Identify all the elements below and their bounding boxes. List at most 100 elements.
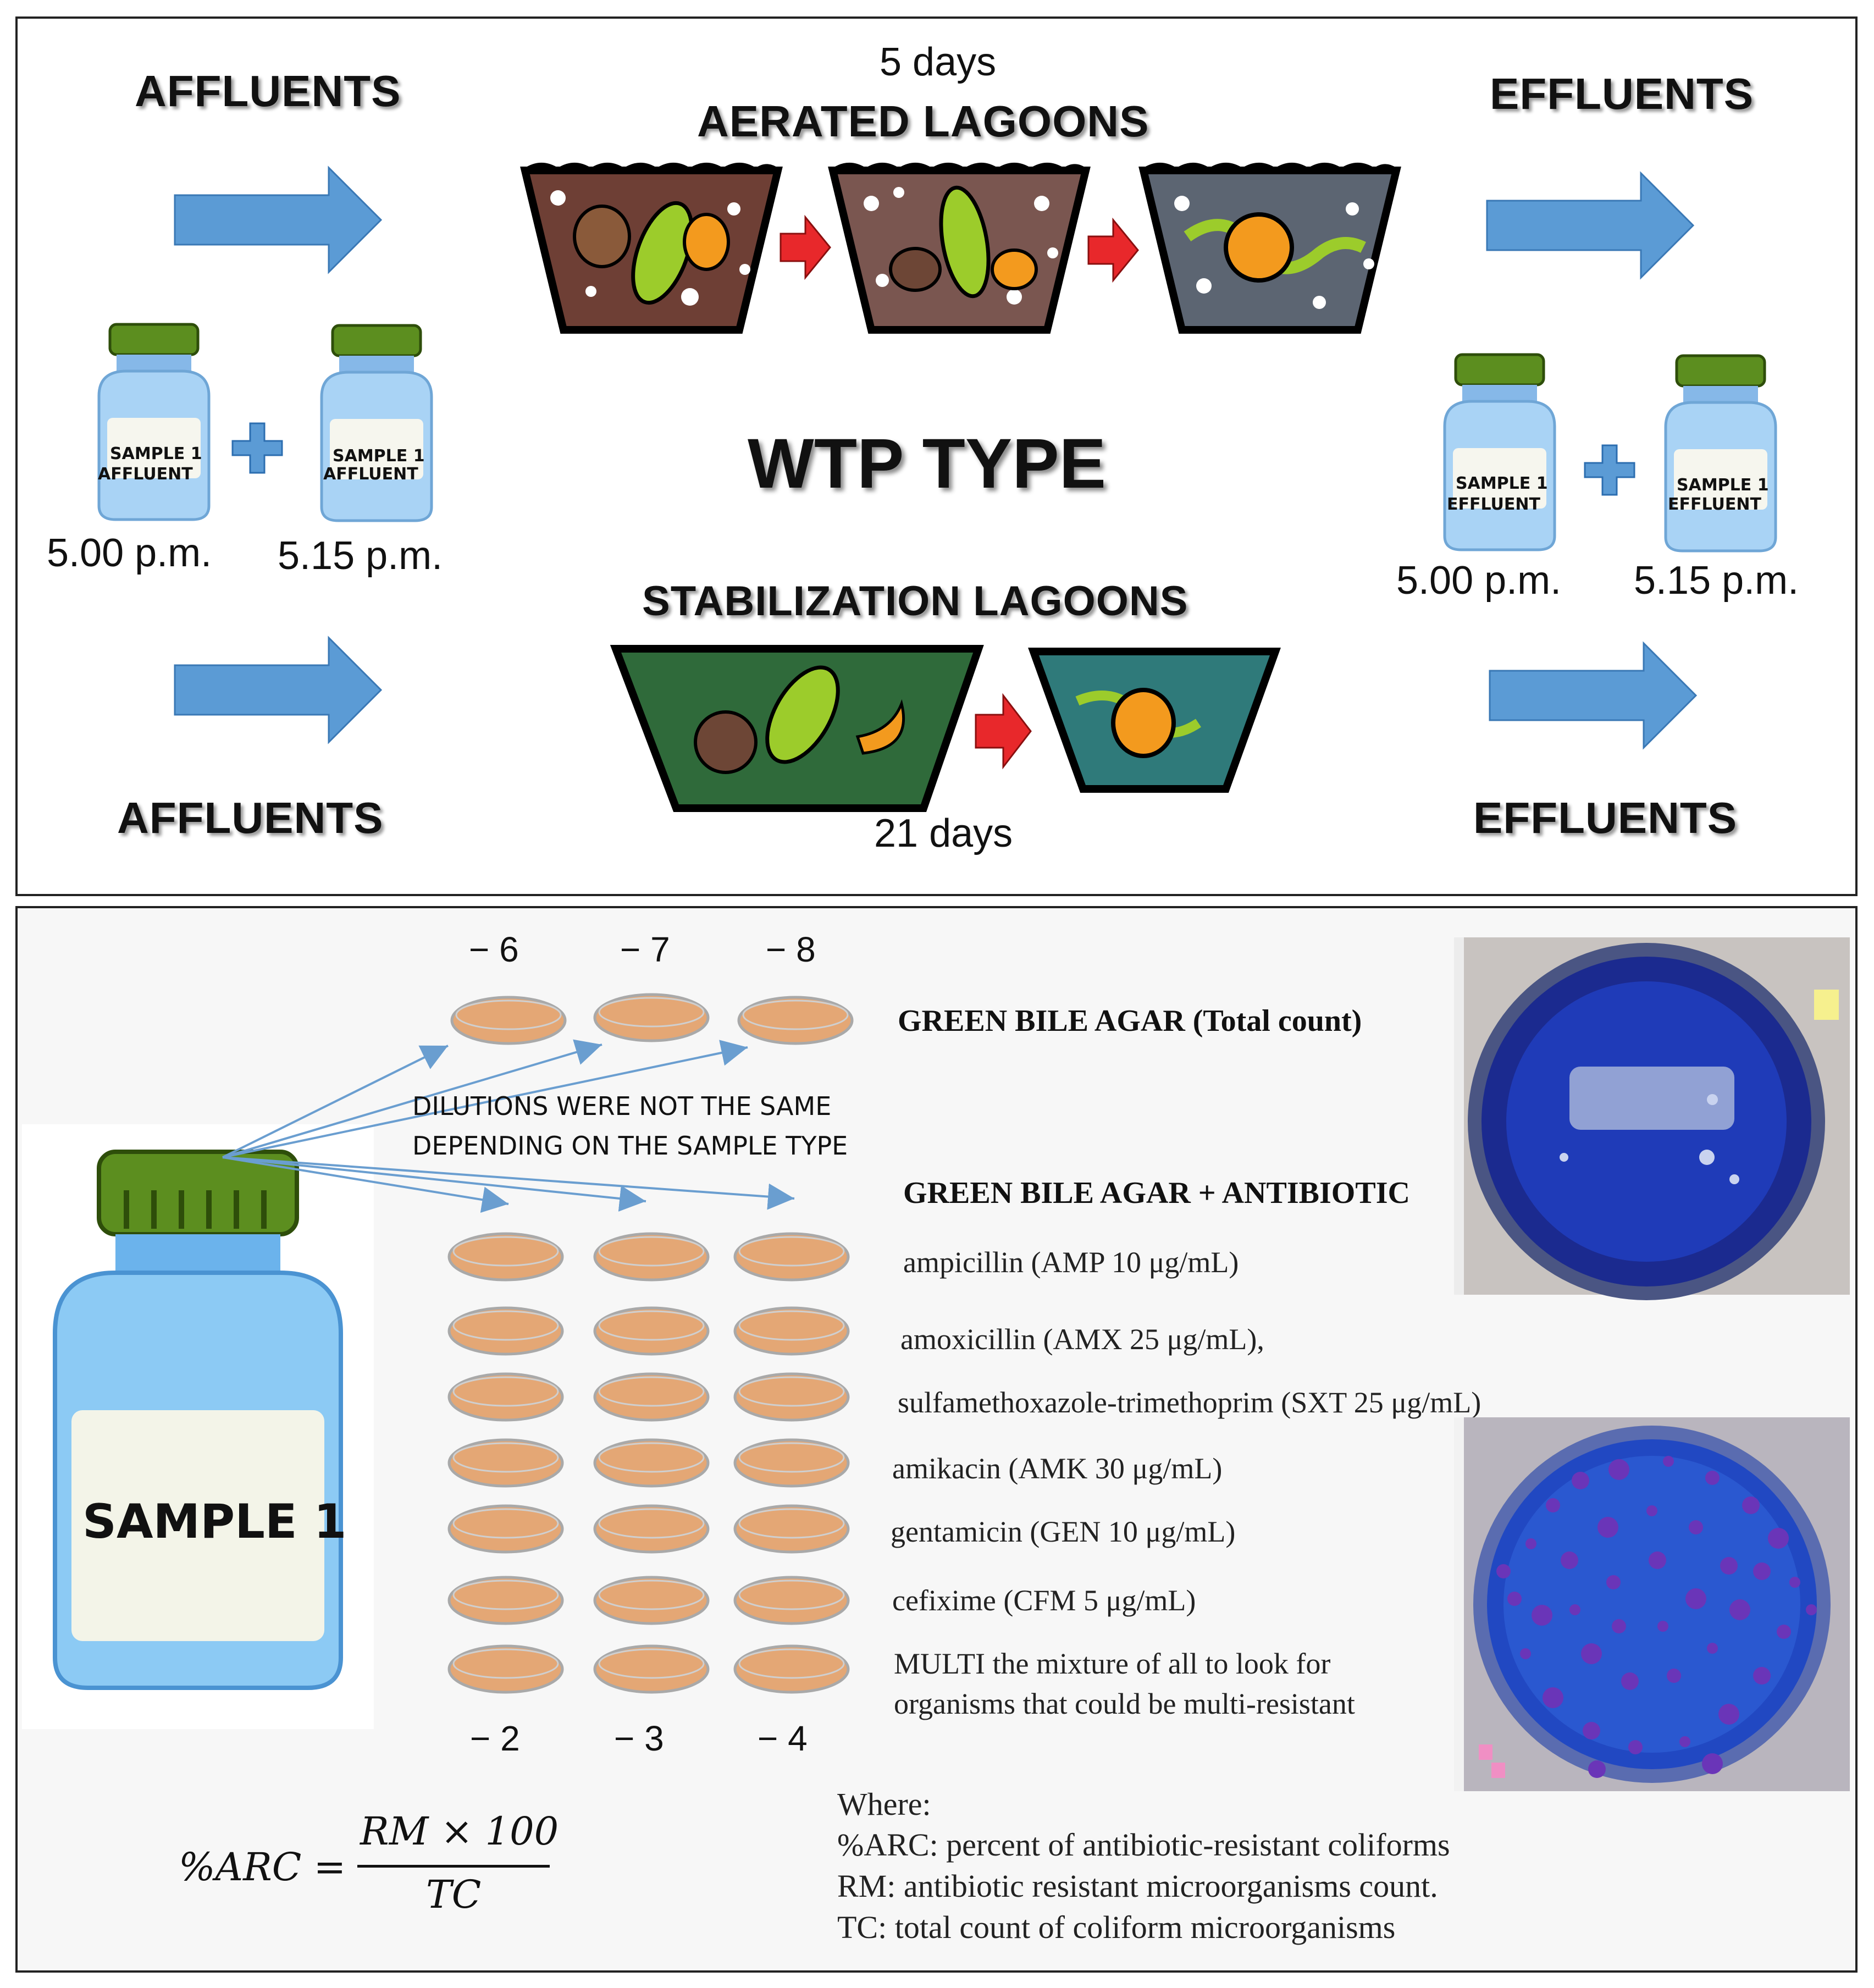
- effluent-arrow-bottom: [1489, 641, 1698, 750]
- formula-fraction-bar: [357, 1865, 550, 1868]
- colony-dot: [1657, 1621, 1668, 1632]
- colony-dot: [1507, 1592, 1522, 1606]
- colony-dot: [1663, 1456, 1674, 1467]
- colony-dot: [1707, 1643, 1718, 1654]
- colony-dot: [1720, 1557, 1738, 1575]
- colony-dot: [1583, 1722, 1600, 1740]
- colony-dot: [1532, 1605, 1552, 1626]
- aerated-lagoon-basin-1: [520, 163, 783, 334]
- where-line-arc: %ARC: percent of antibiotic-resistant co…: [837, 1827, 1450, 1863]
- affluent-arrow-top: [174, 165, 383, 274]
- affluent-time-1: 5.00 p.m.: [47, 531, 212, 575]
- antibiotic-dish-r5-c1: [447, 1504, 564, 1554]
- stabilization-duration: 21 days: [874, 811, 1013, 855]
- antibiotic-dish-r2-c2: [593, 1306, 710, 1356]
- affluent-arrow-bottom: [174, 636, 383, 744]
- sample-bottle-large-label: SAMPLE 1: [82, 1494, 347, 1549]
- colony-dot: [1612, 1619, 1626, 1633]
- colony-dot: [1543, 1687, 1563, 1708]
- antibiotic-gentamicin: gentamicin (GEN 10 μg/mL): [891, 1515, 1236, 1548]
- top-dilution-label-1: − 6: [469, 930, 519, 969]
- where-line-rm: RM: antibiotic resistant microorganisms …: [837, 1868, 1438, 1904]
- colony-dot: [1806, 1604, 1817, 1615]
- antibiotic-dish-r6-c3: [733, 1576, 850, 1625]
- colony-dot: [1628, 1740, 1643, 1754]
- antibiotic-dish-r1-c3: [733, 1232, 850, 1282]
- colony-dot: [1705, 1471, 1720, 1485]
- effluent-bottle-1: [1443, 353, 1556, 551]
- effluents-label-top: EFFLUENTS: [1490, 69, 1754, 118]
- antibiotic-amoxicillin: amoxicillin (AMX 25 μg/mL),: [900, 1323, 1264, 1356]
- effluent-bottle-2: [1664, 354, 1777, 553]
- colony-dot: [1702, 1753, 1723, 1774]
- colony-dot: [1789, 1577, 1800, 1588]
- colony-dot: [1685, 1588, 1706, 1609]
- effluent-plus-icon: [1584, 444, 1635, 496]
- stabilization-lagoons-title: STABILIZATION LAGOONS: [642, 578, 1188, 625]
- total-count-dish-2: [593, 993, 710, 1042]
- affluent-time-2: 5.15 p.m.: [278, 534, 443, 578]
- colony-dot: [1679, 1736, 1690, 1747]
- antibiotic-ampicillin: ampicillin (AMP 10 μg/mL): [903, 1246, 1239, 1279]
- antibiotic-dish-r4-c1: [447, 1438, 564, 1488]
- aerated-duration: 5 days: [880, 40, 997, 84]
- sample-bottle-large: [53, 1150, 343, 1690]
- effluent-arrow-top: [1486, 171, 1695, 280]
- effluent-bottle-2-label-line2: EFFLUENT: [1668, 495, 1761, 514]
- colony-dot: [1588, 1760, 1606, 1778]
- total-count-dish-3: [737, 996, 854, 1045]
- colony-dot: [1608, 1459, 1629, 1480]
- colony-dot: [1768, 1528, 1789, 1549]
- aerated-lagoon-basin-3: [1138, 163, 1401, 334]
- colony-dot: [1581, 1643, 1602, 1664]
- effluent-bottle-1-label-line1: SAMPLE 1: [1456, 474, 1548, 493]
- colony-dot: [1496, 1564, 1511, 1578]
- antibiotic-sulfamethoxazole-trimethoprim: sulfamethoxazole-trimethoprim (SXT 25 μg…: [898, 1386, 1481, 1419]
- colony-dot: [1729, 1599, 1750, 1620]
- where-title: Where:: [837, 1786, 931, 1822]
- affluents-label-top: AFFLUENTS: [135, 67, 401, 115]
- colony-dot: [1606, 1575, 1621, 1589]
- affluent-plus-icon: [231, 422, 283, 474]
- dilution-arrows: [222, 1039, 795, 1213]
- top-dilution-label-2: − 7: [620, 930, 670, 969]
- colony-dot: [1546, 1498, 1560, 1512]
- antibiotic-dish-r5-c3: [733, 1504, 850, 1554]
- multi-description-line2: organisms that could be multi-resistant: [894, 1687, 1355, 1720]
- antibiotic-dish-r1-c2: [593, 1232, 710, 1282]
- colony-dot: [1569, 1604, 1580, 1615]
- colony-dot: [1753, 1562, 1771, 1580]
- antibiotic-dish-r5-c2: [593, 1504, 710, 1554]
- top-dilution-label-3: − 8: [766, 930, 816, 969]
- agar-plate-photo-total: [1454, 937, 1850, 1300]
- total-count-dish-1: [450, 996, 567, 1045]
- bottom-dilution-label-3: − 4: [758, 1719, 808, 1758]
- antibiotic-dish-r7-c2: [593, 1644, 710, 1694]
- colony-dot: [1649, 1551, 1666, 1569]
- effluent-time-1: 5.00 p.m.: [1396, 559, 1562, 603]
- antibiotic-dish-r4-c2: [593, 1438, 710, 1488]
- effluent-bottle-1-label-line2: EFFLUENT: [1447, 495, 1540, 514]
- affluent-bottle-1-label-line1: SAMPLE 1: [110, 444, 202, 463]
- stabilization-lagoon-basin-2: [1028, 648, 1281, 793]
- colony-dot: [1525, 1538, 1536, 1549]
- agar-antibiotic-label: GREEN BILE AGAR + ANTIBIOTIC: [903, 1176, 1410, 1210]
- stabilization-lagoon-basin-1: [610, 645, 984, 812]
- colony-dot: [1753, 1667, 1771, 1685]
- effluents-label-bottom: EFFLUENTS: [1473, 793, 1738, 842]
- colony-dot: [1646, 1505, 1657, 1516]
- colony-dot: [1667, 1669, 1681, 1683]
- antibiotic-dish-r7-c1: [447, 1644, 564, 1694]
- antibiotic-dish-r3-c2: [593, 1372, 710, 1422]
- colony-dot: [1520, 1648, 1531, 1659]
- antibiotic-amikacin: amikacin (AMK 30 μg/mL): [892, 1452, 1223, 1485]
- antibiotic-dish-r3-c3: [733, 1372, 850, 1422]
- antibiotic-dish-r3-c1: [447, 1372, 564, 1422]
- colony-dot: [1572, 1472, 1589, 1489]
- wtp-type-title: WTP TYPE: [748, 424, 1106, 503]
- effluent-bottle-2-label-line1: SAMPLE 1: [1677, 476, 1769, 495]
- colony-dot: [1597, 1517, 1618, 1538]
- agar-total-count-label: GREEN BILE AGAR (Total count): [898, 1004, 1362, 1038]
- formula-denominator: TC: [426, 1872, 482, 1917]
- dilution-note-line2: DEPENDING ON THE SAMPLE TYPE: [412, 1131, 848, 1161]
